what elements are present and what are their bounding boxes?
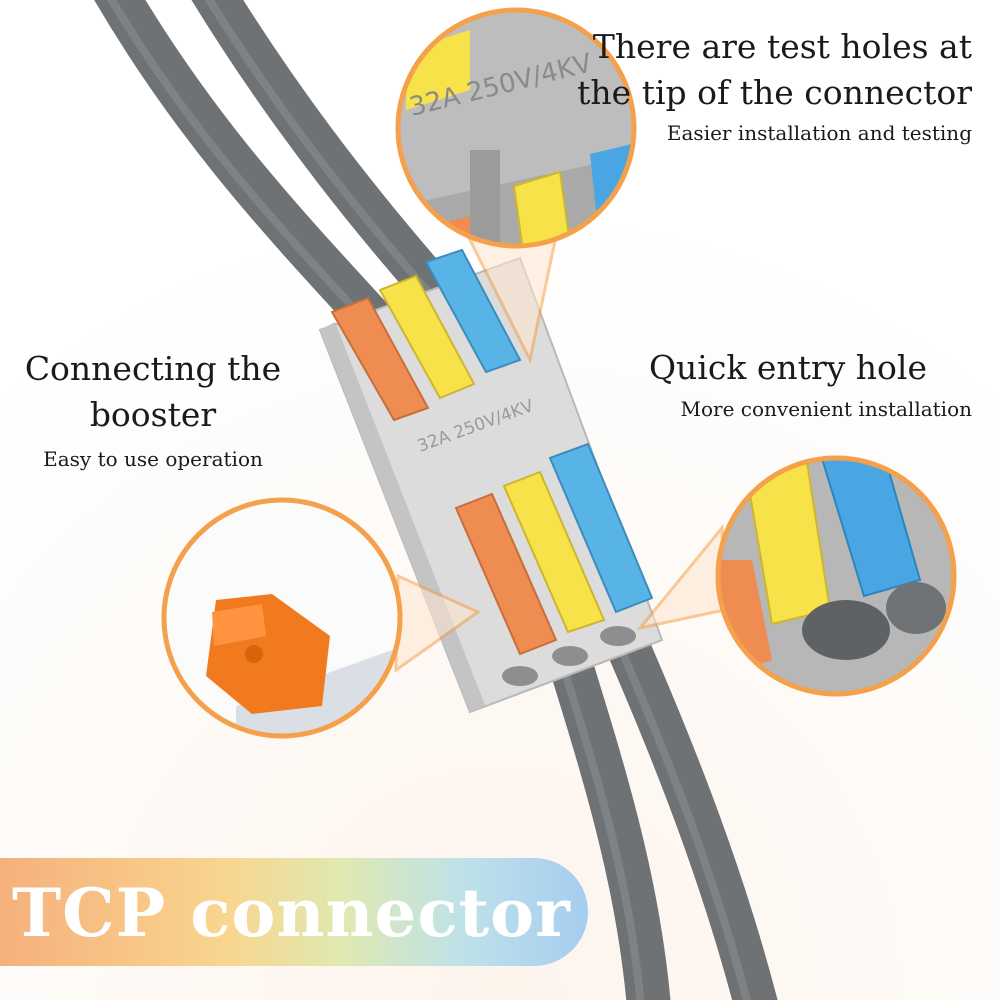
callout-subtitle-entry-hole: More convenient installation (680, 397, 973, 421)
callout-ring-entry-hole (715, 455, 957, 697)
callout-title-test-holes: There are test holes at the tip of the c… (577, 27, 972, 112)
lever-blue-top[interactable] (424, 248, 522, 374)
callout-subtitle-booster: Easy to use operation (43, 447, 263, 471)
callout-ring-booster (161, 497, 403, 739)
banner-title: TCP connector (12, 874, 571, 952)
wire-right-bottom (590, 588, 778, 1000)
title-banner (0, 858, 588, 966)
callout-title-booster: Connecting the booster (24, 349, 282, 434)
lever-orange-bottom[interactable] (454, 492, 558, 656)
lever-yellow-bottom[interactable] (502, 470, 606, 634)
callout-ring-test-holes (395, 7, 637, 249)
wire-left-bottom (538, 608, 671, 1000)
lever-blue-bottom[interactable] (548, 442, 654, 614)
callout-subtitle-test-holes: Easier installation and testing (666, 121, 972, 145)
callout-entry-hole (636, 455, 957, 697)
callout-title-entry-hole: Quick entry hole (649, 348, 927, 387)
wire-entry-holes (502, 626, 636, 686)
lever-orange-top[interactable] (330, 296, 430, 422)
lever-yellow-top[interactable] (378, 274, 476, 400)
